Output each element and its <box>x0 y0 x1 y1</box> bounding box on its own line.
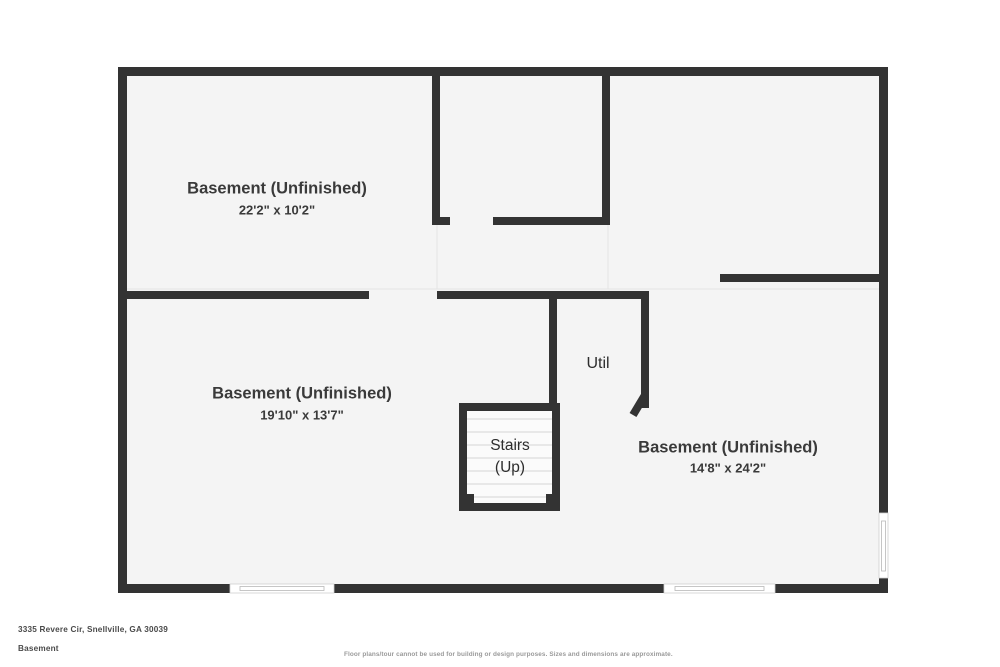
plan-address-caption: 3335 Revere Cir, Snellville, GA 30039 <box>18 625 169 634</box>
interior-wall-stairs-right <box>552 403 560 511</box>
interior-wall-stairwell-right <box>549 291 557 411</box>
window-bottom-left <box>229 583 335 594</box>
room-label-name-basement-right: Basement (Unfinished) <box>638 438 818 456</box>
plan-disclaimer-caption: Floor plans/tour cannot be used for buil… <box>344 651 673 658</box>
interior-wall-upper-mid-left <box>432 70 440 225</box>
interior-wall-stairs-bottom <box>459 503 560 511</box>
door-swing-group <box>629 392 649 418</box>
interior-wall-stairs-notch-left <box>462 494 474 504</box>
interior-wall-stairs-top <box>459 403 560 411</box>
interior-wall-upper-mid-bottom <box>493 217 610 225</box>
window-bottom-right <box>663 583 776 594</box>
exterior-wall-bottom-1 <box>118 584 230 593</box>
interior-walls-group <box>121 70 885 511</box>
plan-level-caption: Basement <box>18 644 59 653</box>
floor-fill-group <box>121 70 885 591</box>
room-labels-group: Basement (Unfinished) 22'2" x 10'2" Base… <box>187 179 818 476</box>
room-label-dims-basement-upper-left: 22'2" x 10'2" <box>239 202 315 217</box>
room-label-dims-basement-lower-left: 19'10" x 13'7" <box>260 407 344 422</box>
room-label-name-basement-upper-left: Basement (Unfinished) <box>187 179 367 197</box>
exterior-wall-top <box>118 67 888 76</box>
stair-treads-group <box>462 406 558 510</box>
exterior-wall-left <box>118 67 127 593</box>
stairs-label-line2: (Up) <box>495 459 525 476</box>
exterior-walls-group <box>118 67 888 593</box>
exterior-wall-right-upper <box>879 67 888 513</box>
window-sash <box>881 520 886 572</box>
interior-wall-upper-mid-left-stub <box>432 217 450 225</box>
stairs-label-line1: Stairs <box>490 437 530 454</box>
window-sash <box>239 586 325 591</box>
room-label-name-basement-lower-left: Basement (Unfinished) <box>212 384 392 402</box>
interior-wall-util-top <box>437 291 649 299</box>
exterior-wall-bottom-2 <box>334 584 664 593</box>
interior-wall-stairs-notch-right <box>546 494 558 504</box>
window-right-side <box>878 512 889 579</box>
interior-wall-util-right <box>641 291 649 408</box>
interior-wall-upper-mid-right <box>602 70 610 225</box>
exterior-wall-bottom-3 <box>775 584 888 593</box>
interior-wall-right-divider <box>720 274 885 282</box>
interior-wall-left-divider <box>121 291 369 299</box>
door-icon-util <box>629 392 649 418</box>
window-sash <box>674 586 765 591</box>
interior-wall-stairs-left <box>459 403 467 511</box>
floor-fill-main <box>121 70 885 591</box>
windows-group <box>229 512 889 594</box>
room-label-dims-basement-right: 14'8" x 24'2" <box>690 460 766 475</box>
room-label-name-utility: Util <box>586 355 609 372</box>
stair-tread-lines <box>462 418 558 498</box>
